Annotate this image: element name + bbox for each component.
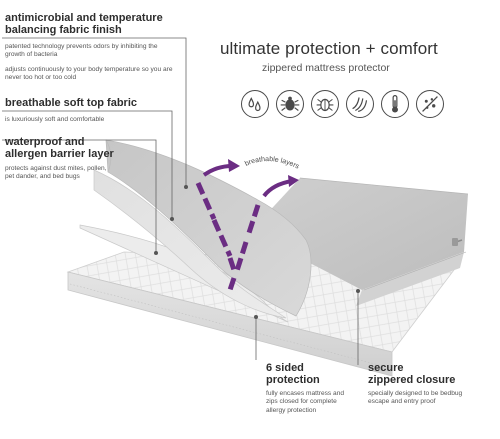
page-title: ultimate protection + comfort (220, 39, 438, 58)
water-drops-icon (241, 90, 269, 118)
protector-cover (250, 177, 469, 306)
zippered-heading-line1: secure (368, 362, 404, 374)
breathable-layers-label: breathable layers (244, 156, 301, 171)
bed-bug-icon (311, 90, 339, 118)
antimicrobial-text-1: patented technology prevents odors by in… (5, 43, 158, 59)
leader-lines (2, 37, 360, 365)
waterproof-text: protects against dust mites, pollen, pet… (5, 165, 107, 181)
waterproof-heading-line2: allergen barrier layer (5, 148, 114, 160)
breathable-arrow-left (195, 159, 240, 271)
waterproof-heading-line1: waterproof and (5, 136, 85, 148)
no-bacteria-icon (416, 90, 444, 118)
page-subtitle: zippered mattress protector (262, 62, 390, 74)
six-sided-heading-line1: 6 sided (266, 362, 304, 374)
peel-layer-top (105, 139, 312, 317)
breathable-layers-icon (346, 90, 374, 118)
six-sided-heading-line2: protection (266, 374, 320, 386)
six-sided-text: fully encases mattress and zips closed f… (266, 390, 345, 414)
dust-mite-icon (276, 90, 304, 118)
zippered-text: specially designed to be bedbug escape a… (368, 390, 463, 406)
thermometer-icon (381, 90, 409, 118)
peel-layer-middle (93, 169, 287, 319)
zippered-heading-line2: zippered closure (368, 374, 456, 386)
breathable-heading: breathable soft top fabric (5, 97, 138, 109)
antimicrobial-text-2: adjusts continuously to your body temper… (5, 66, 173, 82)
breathable-text: is luxuriously soft and comfortable (5, 116, 105, 123)
breathable-arrow-right (227, 175, 299, 291)
antimicrobial-heading-line1: antimicrobial and temperature (5, 12, 163, 24)
antimicrobial-heading-line2: balancing fabric finish (5, 24, 122, 36)
zipper (452, 238, 463, 246)
